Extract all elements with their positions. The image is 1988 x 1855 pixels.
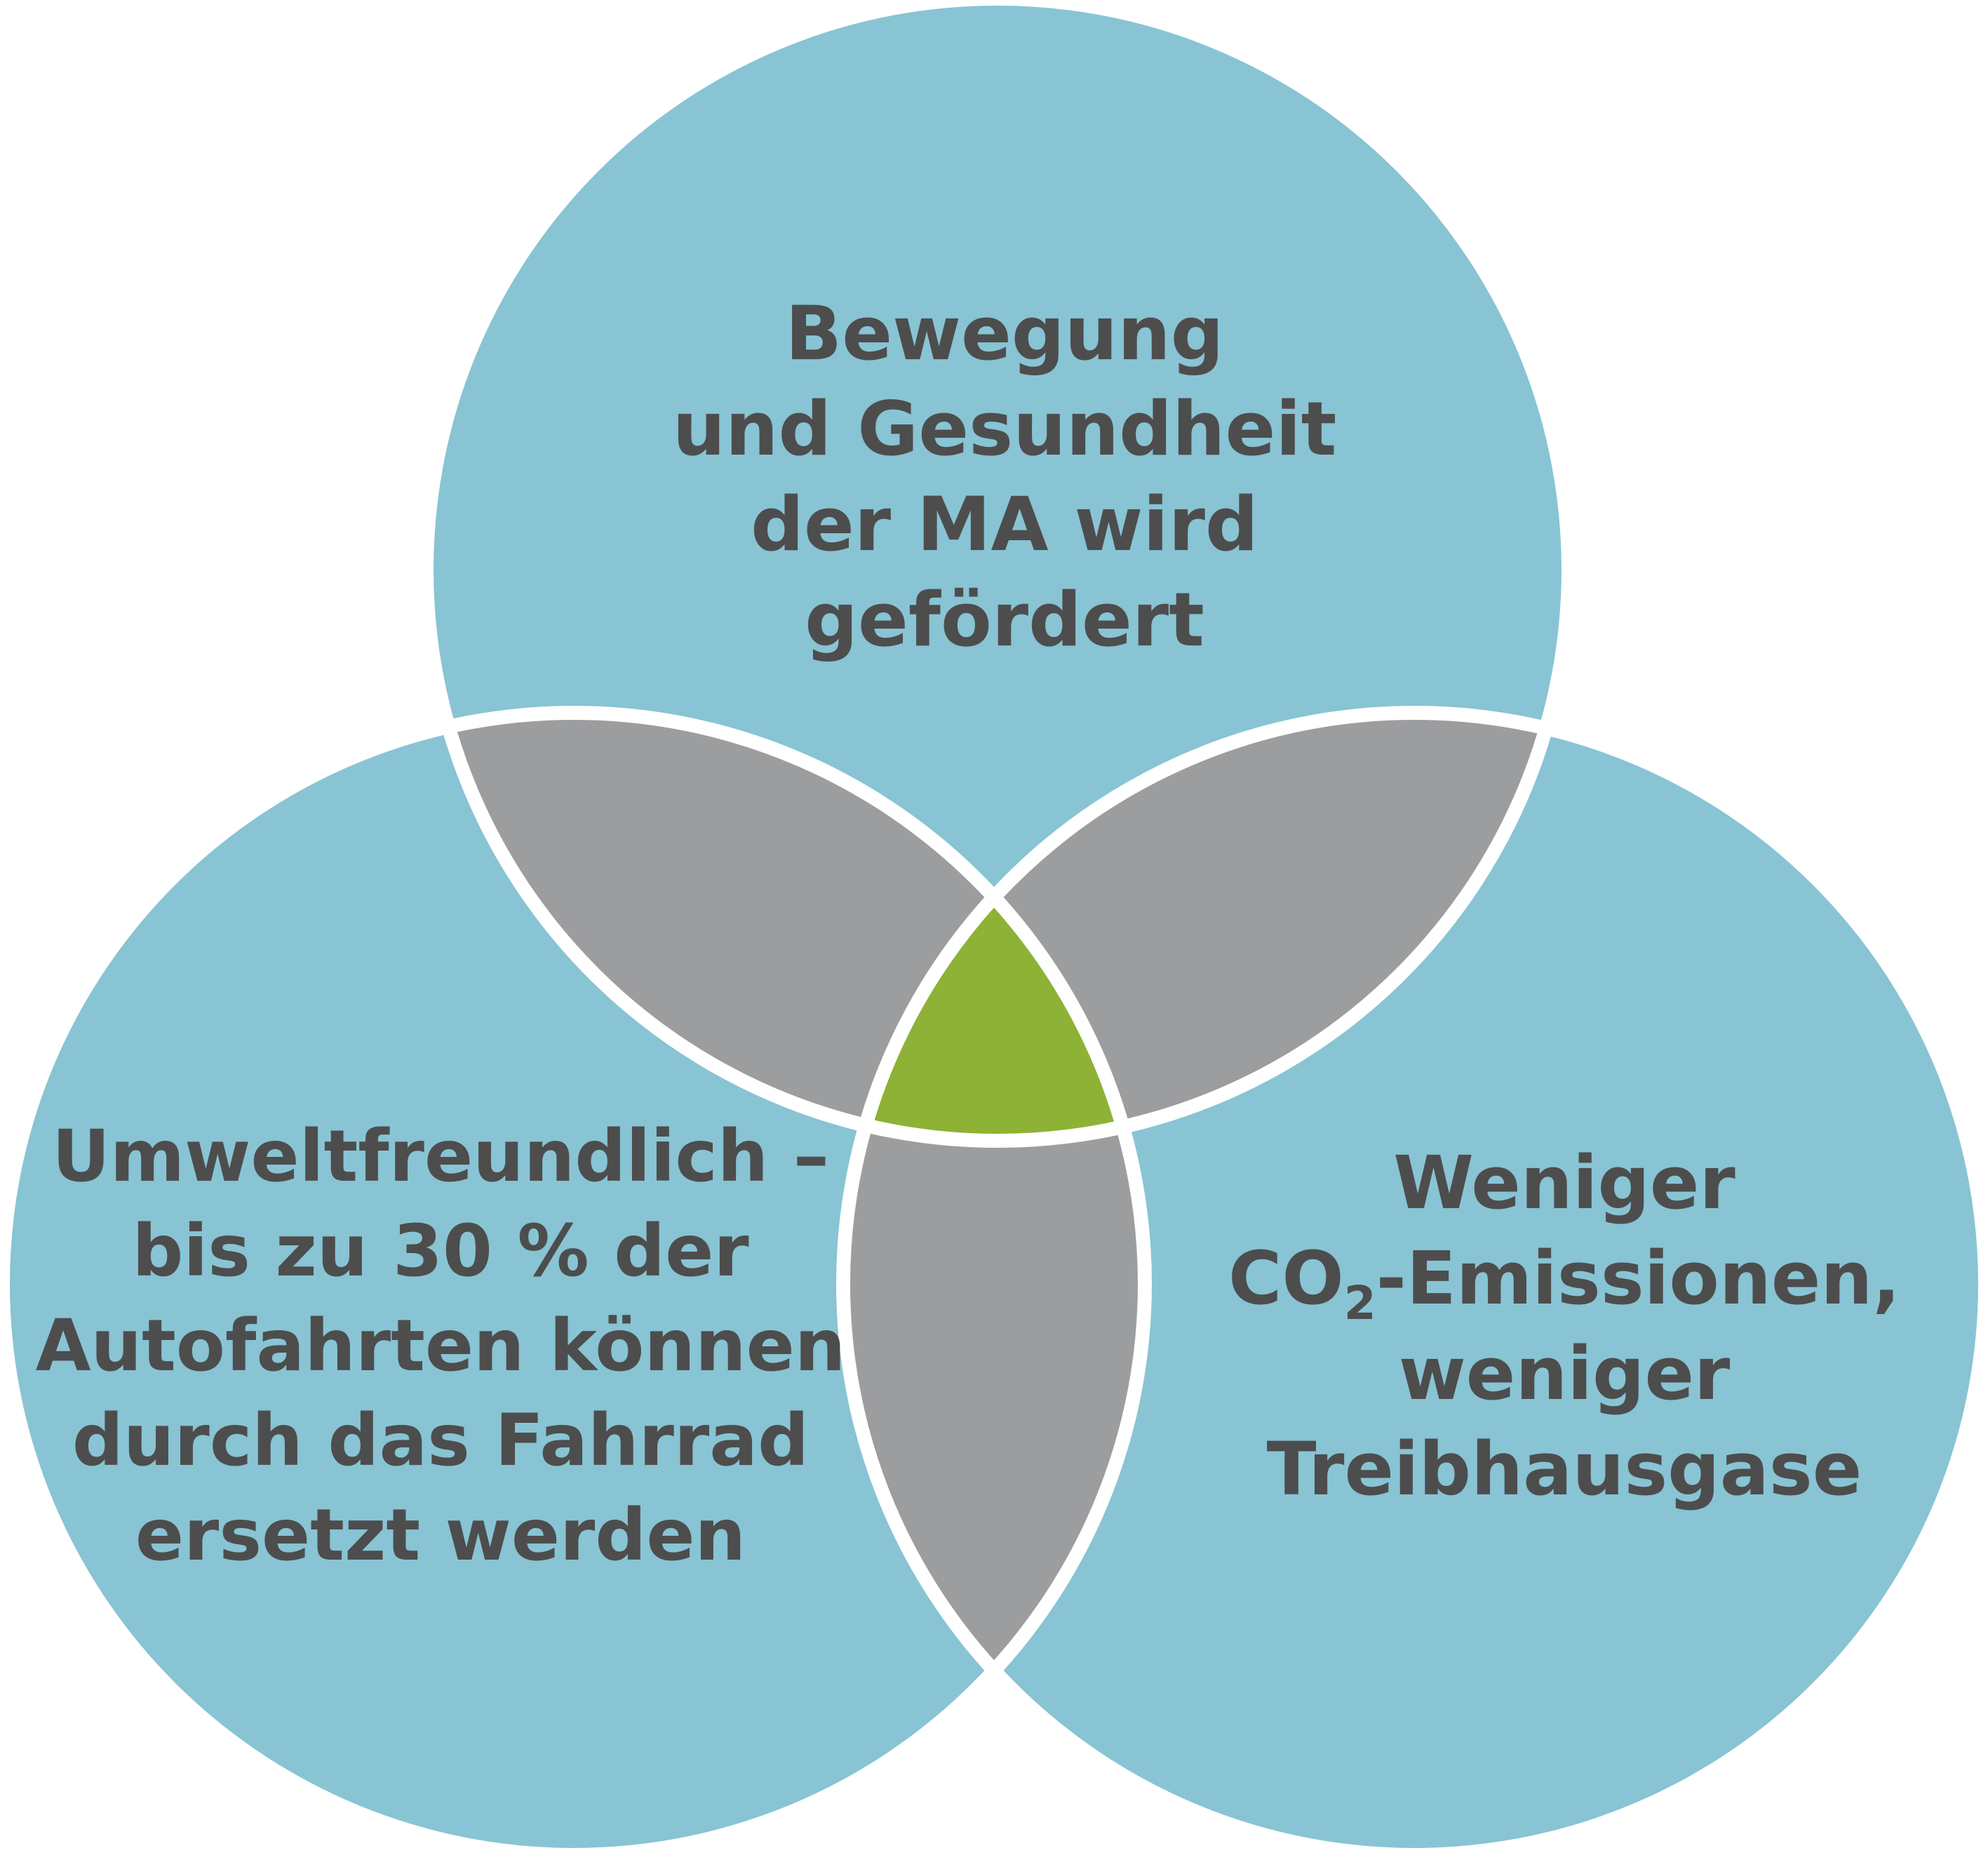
top-line-3: der MA wird [751,481,1258,568]
overlap-top-right [843,713,1569,1141]
right-circle-label: Weniger CO2-Emissionen, weniger Treibhau… [1228,1140,1900,1512]
left-line-3: Autofahrten können [36,1304,846,1388]
top-line-2: und Gesundheit [673,386,1337,472]
outline-left [0,706,1152,1855]
right-line-3: weniger [1399,1331,1731,1417]
outline-top [419,0,1576,1148]
co2-subscript: 2 [1344,1276,1376,1330]
left-line-2: bis zu 30 % der [132,1210,748,1293]
right-line-2: CO2-Emissionen, [1228,1235,1900,1330]
top-circle-label: Bewegung und Gesundheit der MA wird gefö… [673,290,1337,663]
top-line-4: gefördert [805,577,1204,663]
left-line-1: Umweltfreundlich – [52,1115,829,1198]
left-line-5: ersetzt werden [135,1494,746,1577]
co2-text: CO [1228,1235,1344,1321]
left-line-4: durch das Fahrrad [72,1399,809,1482]
top-line-1: Bewegung [785,290,1223,377]
overlap-top-left [427,713,1145,1141]
left-circle-label: Umweltfreundlich – bis zu 30 % der Autof… [36,1115,846,1577]
right-line-1: Weniger [1393,1140,1735,1226]
right-line-4: Treibhausgase [1267,1426,1862,1512]
emissions-text: -Emissionen, [1376,1235,1900,1321]
outline-right [836,706,1988,1855]
